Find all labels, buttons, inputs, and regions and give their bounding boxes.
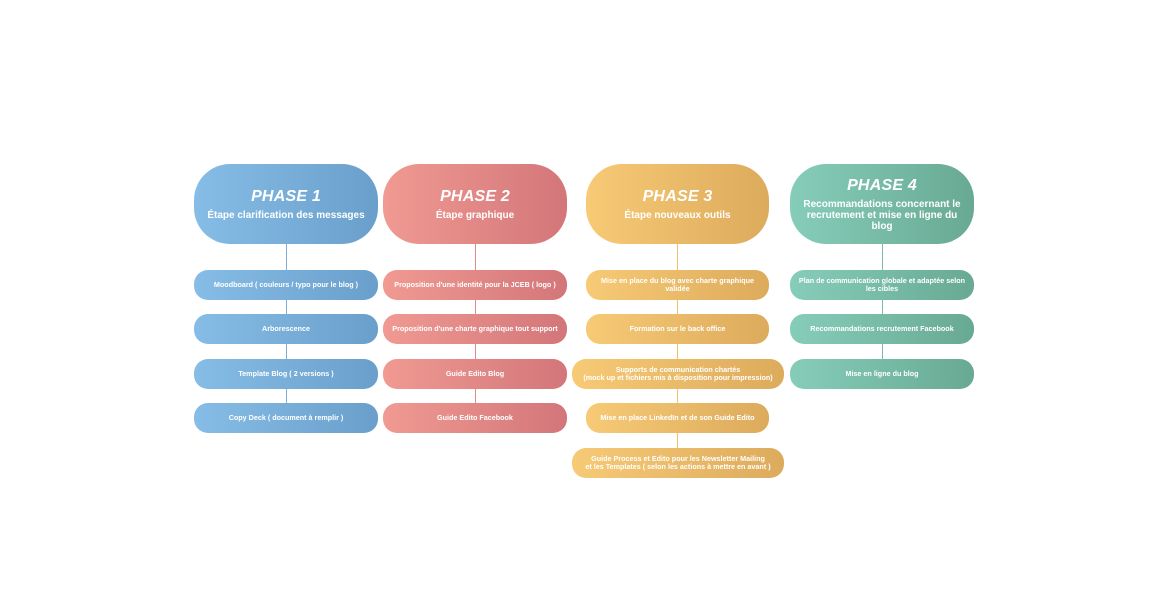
phase-4-step-2: Recommandations recrutement Facebook bbox=[790, 314, 974, 344]
phase-1-step-3: Template Blog ( 2 versions ) bbox=[194, 359, 378, 389]
phase-3-connector-line bbox=[677, 244, 678, 448]
phase-3-step-5: Guide Process et Edito pour les Newslett… bbox=[572, 448, 784, 478]
phase-3-subtitle: Étape nouveaux outils bbox=[624, 209, 731, 221]
phase-1-step-2: Arborescence bbox=[194, 314, 378, 344]
phase-1-title: PHASE 1 bbox=[251, 187, 321, 205]
phase-3-header: PHASE 3 Étape nouveaux outils bbox=[586, 164, 769, 244]
phase-1-step-4: Copy Deck ( document à remplir ) bbox=[194, 403, 378, 433]
phase-2-title: PHASE 2 bbox=[440, 187, 510, 205]
phase-4-step-3: Mise en ligne du blog bbox=[790, 359, 974, 389]
phase-1-step-1: Moodboard ( couleurs / typo pour le blog… bbox=[194, 270, 378, 300]
phase-3-step-4: Mise en place LinkedIn et de son Guide E… bbox=[586, 403, 769, 433]
phase-3-title: PHASE 3 bbox=[642, 187, 713, 205]
phase-2-step-1: Proposition d'une identité pour la JCEB … bbox=[383, 270, 567, 300]
phase-4-header: PHASE 4 Recommandations concernant le re… bbox=[790, 164, 974, 244]
phase-3-step-3: Supports de communication chartés (mock … bbox=[572, 359, 784, 389]
phase-4-title: PHASE 4 bbox=[847, 176, 917, 194]
phase-1-header: PHASE 1 Étape clarification des messages bbox=[194, 164, 378, 244]
phase-4-step-1: Plan de communication globale et adaptée… bbox=[790, 270, 974, 300]
phase-4-connector-line bbox=[882, 244, 883, 360]
phase-2-step-2: Proposition d'une charte graphique tout … bbox=[383, 314, 567, 344]
phase-2-subtitle: Étape graphique bbox=[435, 209, 515, 221]
phase-2-header: PHASE 2 Étape graphique bbox=[383, 164, 567, 244]
phase-4-subtitle: Recommandations concernant le recrutemen… bbox=[803, 198, 961, 232]
phase-1-subtitle: Étape clarification des messages bbox=[207, 209, 365, 221]
phase-3-step-1: Mise en place du blog avec charte graphi… bbox=[586, 270, 769, 300]
phase-2-step-4: Guide Edito Facebook bbox=[383, 403, 567, 433]
phase-2-step-3: Guide Edito Blog bbox=[383, 359, 567, 389]
phase-3-step-2: Formation sur le back office bbox=[586, 314, 769, 344]
